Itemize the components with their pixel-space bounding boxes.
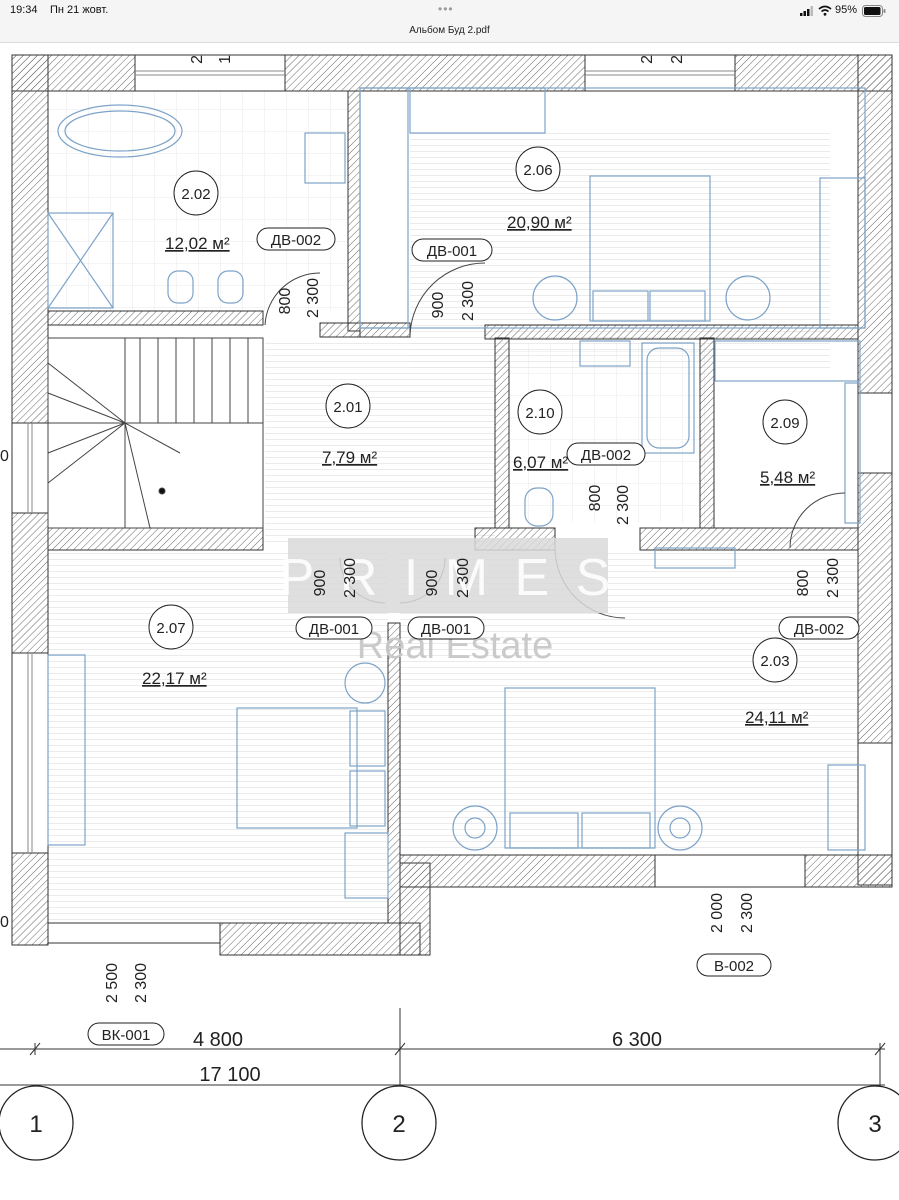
room-2-07-id: 2.07 (156, 620, 185, 637)
svg-text:2 500: 2 500 (104, 963, 121, 1003)
svg-text:6 300: 6 300 (612, 1029, 662, 1051)
multitask-dots-icon[interactable]: ••• (438, 2, 454, 16)
room-2-02-id: 2.02 (181, 186, 210, 203)
room-2-10-area: 6,07 м² (513, 453, 568, 472)
room-2-09-id: 2.09 (770, 415, 799, 432)
svg-text:2: 2 (639, 55, 656, 64)
room-2-03-area: 24,11 м² (745, 708, 809, 727)
svg-text:4 800: 4 800 (193, 1029, 243, 1051)
svg-text:2 300: 2 300 (133, 963, 150, 1003)
room-2-01-id: 2.01 (333, 399, 362, 416)
svg-text:17 100: 17 100 (199, 1064, 260, 1086)
signal-icon (800, 6, 813, 16)
wifi-icon (818, 5, 832, 16)
room-2-06-area: 20,90 м² (507, 213, 572, 232)
svg-text:2 300: 2 300 (825, 558, 842, 598)
svg-text:0: 0 (0, 448, 9, 465)
document-title: Альбом Буд 2.pdf (409, 25, 490, 36)
door-tags: ДВ-002 ДВ-001 ДВ-002 ДВ-001 ДВ-001 ДВ-00… (87, 227, 860, 1046)
grid-axes: 1 2 3 (0, 1085, 899, 1161)
svg-text:2: 2 (189, 55, 206, 64)
status-date: Пн 21 жовт. (50, 4, 109, 16)
svg-text:2 300: 2 300 (615, 485, 632, 525)
room-2-06-id: 2.06 (523, 162, 552, 179)
svg-text:800: 800 (795, 570, 812, 597)
axis-label: 3 (868, 1111, 881, 1138)
door-tag: ДВ-001 (309, 621, 359, 638)
window-tag: ВК-001 (102, 1027, 151, 1044)
status-time: 19:34 (10, 4, 38, 16)
svg-text:800: 800 (587, 485, 604, 512)
dimension-lines (0, 1008, 886, 1123)
floor-plan: P R I M E S Real Estate 2.01 7,79 м² 2.0… (0, 54, 899, 1161)
svg-text:2: 2 (669, 55, 686, 64)
room-2-03-id: 2.03 (760, 653, 789, 670)
svg-text:800: 800 (277, 288, 294, 315)
dimension-labels: 2 1 2 2 800 2 300 900 2 300 800 2 300 90… (0, 55, 842, 1086)
svg-text:2 000: 2 000 (709, 893, 726, 933)
watermark: P R I M E S Real Estate (280, 538, 617, 667)
door-tag: ДВ-002 (271, 232, 321, 249)
svg-text:1: 1 (217, 55, 234, 64)
svg-text:0: 0 (0, 914, 9, 931)
room-2-10-id: 2.10 (525, 405, 554, 422)
room-2-02-area: 12,02 м² (165, 234, 230, 253)
battery-percent: 95% (835, 4, 858, 16)
door-tag: ДВ-002 (581, 447, 631, 464)
svg-text:2 300: 2 300 (739, 893, 756, 933)
door-tag: ДВ-001 (421, 621, 471, 638)
svg-text:2 300: 2 300 (342, 558, 359, 598)
svg-text:900: 900 (424, 570, 441, 597)
staircase (47, 337, 264, 529)
window-tag: В-002 (714, 958, 754, 975)
status-bar: 19:34 Пн 21 жовт. ••• 95% (0, 0, 899, 22)
svg-text:2 300: 2 300 (305, 278, 322, 318)
battery-icon (862, 5, 886, 17)
axis-label: 2 (392, 1111, 405, 1138)
axis-label: 1 (29, 1111, 42, 1138)
exterior-walls (11, 54, 893, 956)
svg-text:900: 900 (312, 570, 329, 597)
room-labels: 2.01 7,79 м² 2.02 12,02 м² 2.03 24,11 м²… (142, 146, 815, 727)
room-2-07-area: 22,17 м² (142, 669, 207, 688)
svg-text:2 300: 2 300 (455, 558, 472, 598)
room-2-09-area: 5,48 м² (760, 468, 815, 487)
room-2-01-area: 7,79 м² (322, 448, 377, 467)
watermark-line1: P R I M E S (280, 549, 617, 607)
document-title-bar: Альбом Буд 2.pdf (0, 22, 899, 43)
svg-text:900: 900 (430, 292, 447, 319)
door-tag: ДВ-001 (427, 243, 477, 260)
svg-text:2 300: 2 300 (460, 281, 477, 321)
door-tag: ДВ-002 (794, 621, 844, 638)
furniture (47, 87, 866, 899)
